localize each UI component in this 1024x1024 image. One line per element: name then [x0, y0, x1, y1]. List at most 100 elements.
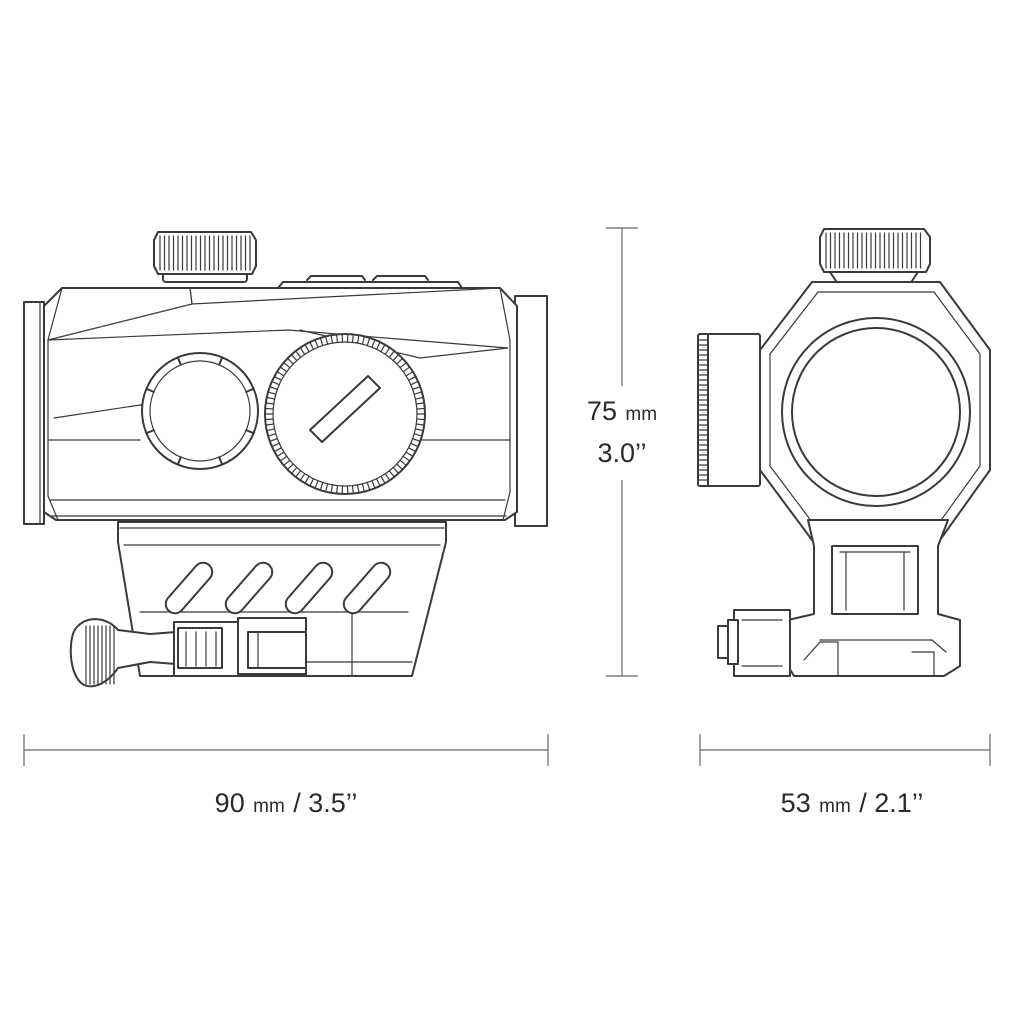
detail-line [384, 347, 391, 355]
detail-line [309, 341, 315, 350]
detail-line [286, 357, 294, 365]
detail-line [176, 356, 182, 366]
detail-line [371, 480, 376, 489]
detail-line [399, 459, 407, 467]
detail-line [283, 361, 291, 369]
detail-line [269, 438, 278, 442]
detail-line [410, 380, 419, 386]
detail-line [290, 466, 298, 475]
detail-line [380, 475, 386, 484]
detail-line [304, 344, 310, 353]
detail-line [356, 484, 360, 494]
dimension-depth-label: 53 mm / 2.1’’ [781, 788, 924, 818]
detail-line [276, 371, 285, 377]
front-lens-outer [781, 317, 971, 507]
detail-line [145, 429, 155, 435]
side-large-dial [264, 333, 426, 495]
side-top-turret [153, 231, 257, 283]
detail-line [299, 473, 306, 481]
detail-line [402, 455, 411, 462]
detail-line [218, 456, 224, 466]
detail-line [399, 361, 407, 369]
detail-line [396, 357, 404, 365]
detail-line [273, 375, 283, 381]
side-top-buttons [277, 275, 463, 289]
detail-line [412, 438, 421, 442]
detail-line [415, 423, 425, 426]
dimension-width-label: 90 mm / 3.5’’ [215, 788, 358, 818]
side-dial-slot [309, 375, 381, 443]
mount-slot [224, 561, 274, 615]
side-rear-cap [23, 301, 45, 525]
detail-line [265, 423, 275, 426]
detail-line [264, 407, 274, 410]
detail-line [176, 456, 182, 466]
detail-line [314, 339, 319, 348]
detail-line [279, 455, 288, 462]
mount-slot [284, 561, 334, 615]
dimension-width: 90 mm / 3.5’’ [23, 734, 549, 818]
detail-line [392, 353, 400, 362]
detail-line [267, 391, 277, 395]
detail-line [283, 459, 291, 467]
dimension-height-imperial: 3.0’’ [597, 438, 646, 468]
dimension-height-label: 75 mm [587, 396, 657, 426]
detail-line [330, 334, 334, 344]
detail-line [415, 402, 425, 405]
detail-line [290, 353, 298, 362]
detail-line [416, 407, 426, 410]
front-lens-inner [791, 327, 961, 497]
front-view [697, 228, 991, 677]
mount-slot [164, 561, 214, 615]
detail-line [351, 485, 354, 495]
detail-line [336, 485, 339, 495]
detail-line [245, 429, 255, 435]
detail-line [414, 428, 424, 432]
front-top-turret [819, 228, 931, 285]
detail-line [336, 333, 339, 343]
detail-line [245, 387, 255, 393]
dimension-depth: 53 mm / 2.1’’ [699, 734, 991, 818]
detail-line [330, 484, 334, 494]
detail-line [380, 344, 386, 353]
detail-line [366, 337, 371, 347]
detail-line [269, 386, 278, 390]
side-small-knob [141, 352, 259, 470]
front-clamp [717, 609, 791, 677]
detail-line [286, 463, 294, 471]
detail-line [314, 480, 319, 489]
detail-line [388, 350, 395, 358]
detail-line [295, 350, 302, 358]
detail-line [356, 334, 360, 344]
detail-line [309, 478, 315, 487]
detail-line [319, 337, 324, 347]
detail-line [265, 402, 275, 405]
detail-line [264, 418, 274, 421]
mount-slot [342, 561, 392, 615]
detail-line [325, 483, 329, 493]
dimension-height: 75 mm 3.0’’ [587, 227, 657, 677]
detail-line [413, 433, 423, 437]
detail-line [371, 339, 376, 348]
detail-line [416, 418, 426, 421]
detail-line [410, 442, 419, 448]
detail-line [299, 347, 306, 355]
detail-line [361, 335, 365, 345]
detail-line [388, 470, 395, 478]
detail-line [295, 470, 302, 478]
detail-line [267, 433, 277, 437]
detail-line [402, 366, 411, 373]
side-throw-lever [69, 617, 307, 688]
detail-line [405, 371, 414, 377]
detail-line [271, 442, 280, 448]
detail-line [351, 333, 354, 343]
detail-line [271, 380, 280, 386]
side-view [23, 231, 548, 688]
detail-line [375, 478, 381, 487]
detail-line [325, 335, 329, 345]
front-side-knob [697, 333, 761, 487]
detail-line [366, 481, 371, 491]
detail-line [413, 391, 423, 395]
detail-line [319, 481, 324, 491]
